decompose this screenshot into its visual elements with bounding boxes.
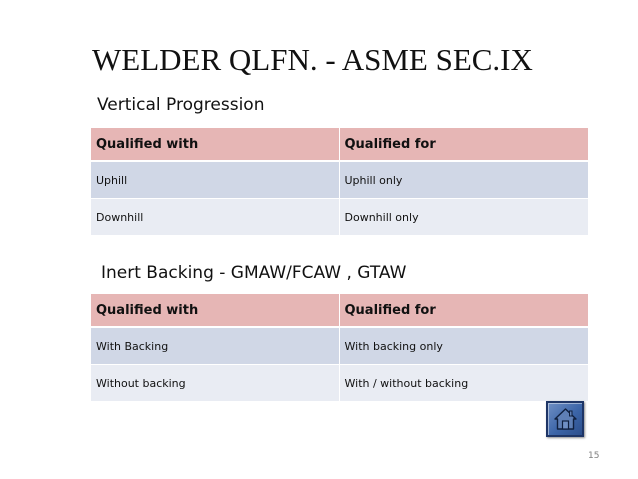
vertical-progression-table: Qualified with Qualified for Uphill Uphi… <box>91 128 588 236</box>
qualified-for-cell: Downhill only <box>339 198 588 236</box>
column-header-qualified-for: Qualified for <box>339 128 588 162</box>
table-header-row: Qualified with Qualified for <box>91 294 588 328</box>
qualified-for-cell: Uphill only <box>339 161 588 199</box>
qualified-with-cell: Downhill <box>91 198 340 236</box>
home-button[interactable] <box>546 401 584 437</box>
qualified-with-cell: Without backing <box>91 364 340 402</box>
table-row: With Backing With backing only <box>91 327 588 365</box>
inert-backing-heading: Inert Backing - GMAW/FCAW , GTAW <box>101 263 407 283</box>
qualified-for-cell: With / without backing <box>339 364 588 402</box>
qualified-with-cell: With Backing <box>91 327 340 365</box>
vertical-progression-heading: Vertical Progression <box>97 95 265 115</box>
column-header-qualified-with: Qualified with <box>91 128 340 162</box>
table-header-row: Qualified with Qualified for <box>91 128 588 162</box>
home-icon <box>554 408 577 430</box>
page-number: 15 <box>588 451 600 461</box>
qualified-for-cell: With backing only <box>339 327 588 365</box>
slide-title: WELDER QLFN. - ASME SEC.IX <box>92 42 533 77</box>
table-row: Without backing With / without backing <box>91 364 588 402</box>
table-row: Downhill Downhill only <box>91 198 588 236</box>
column-header-qualified-for: Qualified for <box>339 294 588 328</box>
inert-backing-table: Qualified with Qualified for With Backin… <box>91 294 588 402</box>
column-header-qualified-with: Qualified with <box>91 294 340 328</box>
table-row: Uphill Uphill only <box>91 161 588 199</box>
qualified-with-cell: Uphill <box>91 161 340 199</box>
